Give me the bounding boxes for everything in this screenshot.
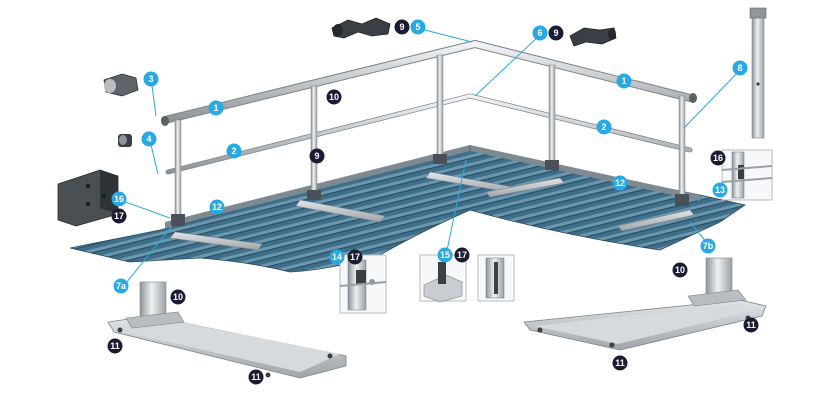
detail-inset-post-section	[477, 254, 515, 302]
detail-inset-left	[339, 254, 387, 314]
badge-11-c: 11	[743, 317, 759, 333]
svg-text:15: 15	[440, 250, 450, 260]
badge-1-left: 1	[208, 100, 224, 116]
svg-text:7a: 7a	[116, 281, 127, 291]
badge-1-right: 1	[616, 73, 632, 89]
svg-text:8: 8	[737, 63, 742, 73]
badge-5: 5	[410, 19, 426, 35]
base-assembly-right	[523, 257, 767, 351]
badge-10-base-left: 10	[170, 289, 186, 305]
svg-text:10: 10	[329, 92, 339, 102]
svg-text:4: 4	[146, 134, 151, 144]
svg-text:10: 10	[675, 265, 685, 275]
svg-text:12: 12	[212, 202, 222, 212]
badge-9-post: 9	[309, 148, 325, 164]
leader-lines	[119, 27, 741, 289]
badge-6: 6	[532, 25, 548, 41]
badge-12-right: 12	[612, 175, 628, 191]
svg-text:16: 16	[114, 194, 124, 204]
badge-7a: 7a	[113, 278, 129, 294]
svg-text:5: 5	[415, 22, 420, 32]
badge-10-base-right: 10	[672, 262, 688, 278]
svg-text:2: 2	[601, 122, 606, 132]
badge-9-top-left: 9	[394, 19, 410, 35]
fitting-elbow-top	[331, 17, 391, 39]
svg-text:1: 1	[621, 76, 626, 86]
svg-text:7b: 7b	[703, 241, 714, 251]
detail-inset-right	[721, 149, 773, 201]
spare-post	[749, 7, 767, 139]
svg-text:16: 16	[713, 153, 723, 163]
svg-text:1: 1	[213, 103, 218, 113]
svg-text:12: 12	[615, 178, 625, 188]
badge-2-left: 2	[226, 143, 242, 159]
badge-17-inset-left: 17	[347, 249, 363, 265]
badge-7b: 7b	[700, 238, 716, 254]
badge-11-a: 11	[107, 338, 123, 354]
svg-text:2: 2	[231, 146, 236, 156]
base-assembly-left	[107, 281, 347, 379]
badge-9-top-right: 9	[548, 25, 564, 41]
roof-base-slabs	[169, 171, 695, 251]
svg-text:14: 14	[332, 252, 342, 262]
badge-group: 1 1 2 2 3 4 5 6 7a 7b 8 9 9 9 10 10 10 1…	[107, 19, 759, 385]
badge-16-right: 16	[710, 150, 726, 166]
badge-13: 13	[712, 182, 728, 198]
fitting-plug	[118, 134, 132, 147]
badge-17-left: 17	[111, 208, 127, 224]
fitting-corner-top-right	[569, 27, 617, 47]
badge-17-inset-center: 17	[454, 247, 470, 263]
svg-text:11: 11	[251, 372, 261, 382]
badge-10-post: 10	[326, 89, 342, 105]
svg-text:6: 6	[537, 28, 542, 38]
svg-text:17: 17	[350, 252, 360, 262]
svg-text:11: 11	[615, 358, 625, 368]
svg-text:11: 11	[746, 320, 756, 330]
svg-text:13: 13	[715, 185, 725, 195]
guardrail-frame	[161, 40, 697, 226]
badge-3: 3	[143, 71, 159, 87]
badge-15-inset: 15	[437, 247, 453, 263]
badge-16-left: 16	[111, 191, 127, 207]
svg-text:9: 9	[553, 28, 558, 38]
badge-12-left: 12	[209, 199, 225, 215]
badge-2-right: 2	[596, 119, 612, 135]
svg-text:3: 3	[148, 74, 153, 84]
badge-8: 8	[732, 60, 748, 76]
svg-text:9: 9	[399, 22, 404, 32]
badge-14: 14	[329, 249, 345, 265]
svg-text:17: 17	[114, 211, 124, 221]
roof-sheet	[69, 145, 746, 273]
svg-text:9: 9	[314, 151, 319, 161]
svg-text:17: 17	[457, 250, 467, 260]
badge-4: 4	[141, 131, 157, 147]
badge-11-d: 11	[612, 355, 628, 371]
svg-text:11: 11	[110, 341, 120, 351]
svg-text:10: 10	[173, 292, 183, 302]
wall-bracket	[57, 169, 119, 227]
badge-11-b: 11	[248, 369, 264, 385]
fitting-end-cap	[103, 73, 139, 97]
